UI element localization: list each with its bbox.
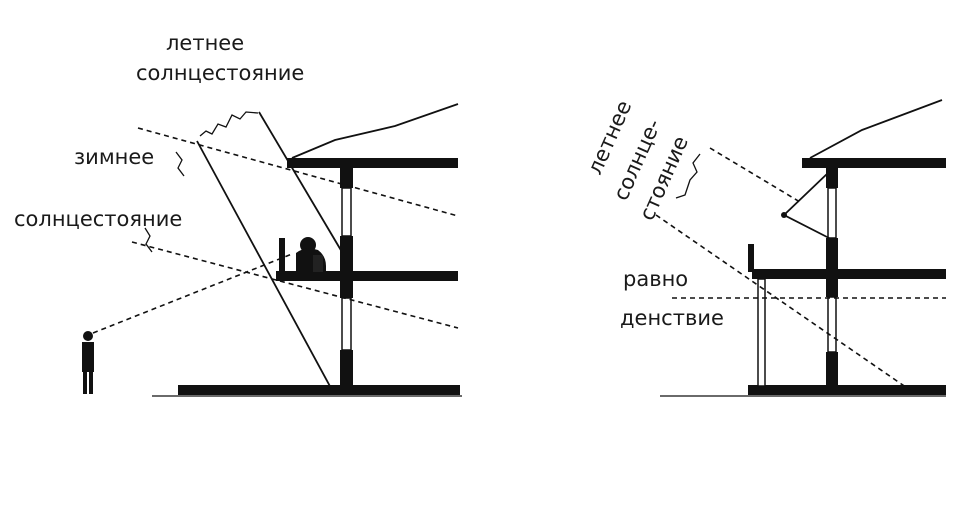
column-segment	[340, 236, 353, 272]
roof-slope	[809, 99, 943, 159]
window-glazing	[341, 187, 352, 237]
summer-sun-ray-lower	[655, 214, 911, 391]
sightline-ray	[92, 253, 293, 334]
seated-person-icon	[296, 237, 326, 272]
window-glazing	[341, 297, 352, 351]
column-segment	[340, 280, 353, 298]
summer-bracket	[675, 153, 701, 199]
winter-sun-ray-upper	[137, 127, 459, 217]
winter-solstice-label-line1: зимнее	[74, 145, 154, 169]
column-segment	[340, 350, 353, 386]
sunshade-canopy	[782, 171, 830, 239]
equinox-label-line1: равно	[623, 267, 688, 291]
winter-bracket-top	[175, 151, 185, 177]
winter-solstice-label-line2: солнцестояние	[14, 207, 182, 231]
summer-sun-ray-upper	[709, 147, 801, 203]
winter-bracket-bottom	[144, 227, 153, 253]
canopy-tip	[781, 212, 787, 218]
equinox-label-line2: денствие	[620, 306, 724, 330]
column-segment	[826, 279, 838, 297]
balcony-parapet	[279, 238, 285, 274]
roof-slope	[291, 103, 459, 159]
summer-bracket	[199, 111, 259, 137]
column-segment	[826, 238, 838, 270]
summer-solstice-label-line2: солнцестояние	[136, 61, 304, 85]
standing-person-icon	[82, 331, 94, 394]
winter-sun-ray-lower	[131, 241, 459, 329]
lower-support-post	[757, 278, 766, 387]
summer-sun-ray-2	[258, 111, 343, 253]
left-building-section: летнее солнцестояние зимнее солнцестояни…	[14, 31, 462, 397]
column-segment	[826, 352, 838, 386]
window-glazing	[827, 296, 837, 353]
right-building-section: летнее солнце- стояние равно денствие	[583, 97, 946, 397]
column-segment	[340, 168, 353, 188]
summer-solstice-label-line1: летнее	[166, 31, 244, 55]
balcony-parapet	[748, 244, 754, 272]
column-segment	[826, 168, 838, 188]
window-glazing	[827, 187, 837, 239]
